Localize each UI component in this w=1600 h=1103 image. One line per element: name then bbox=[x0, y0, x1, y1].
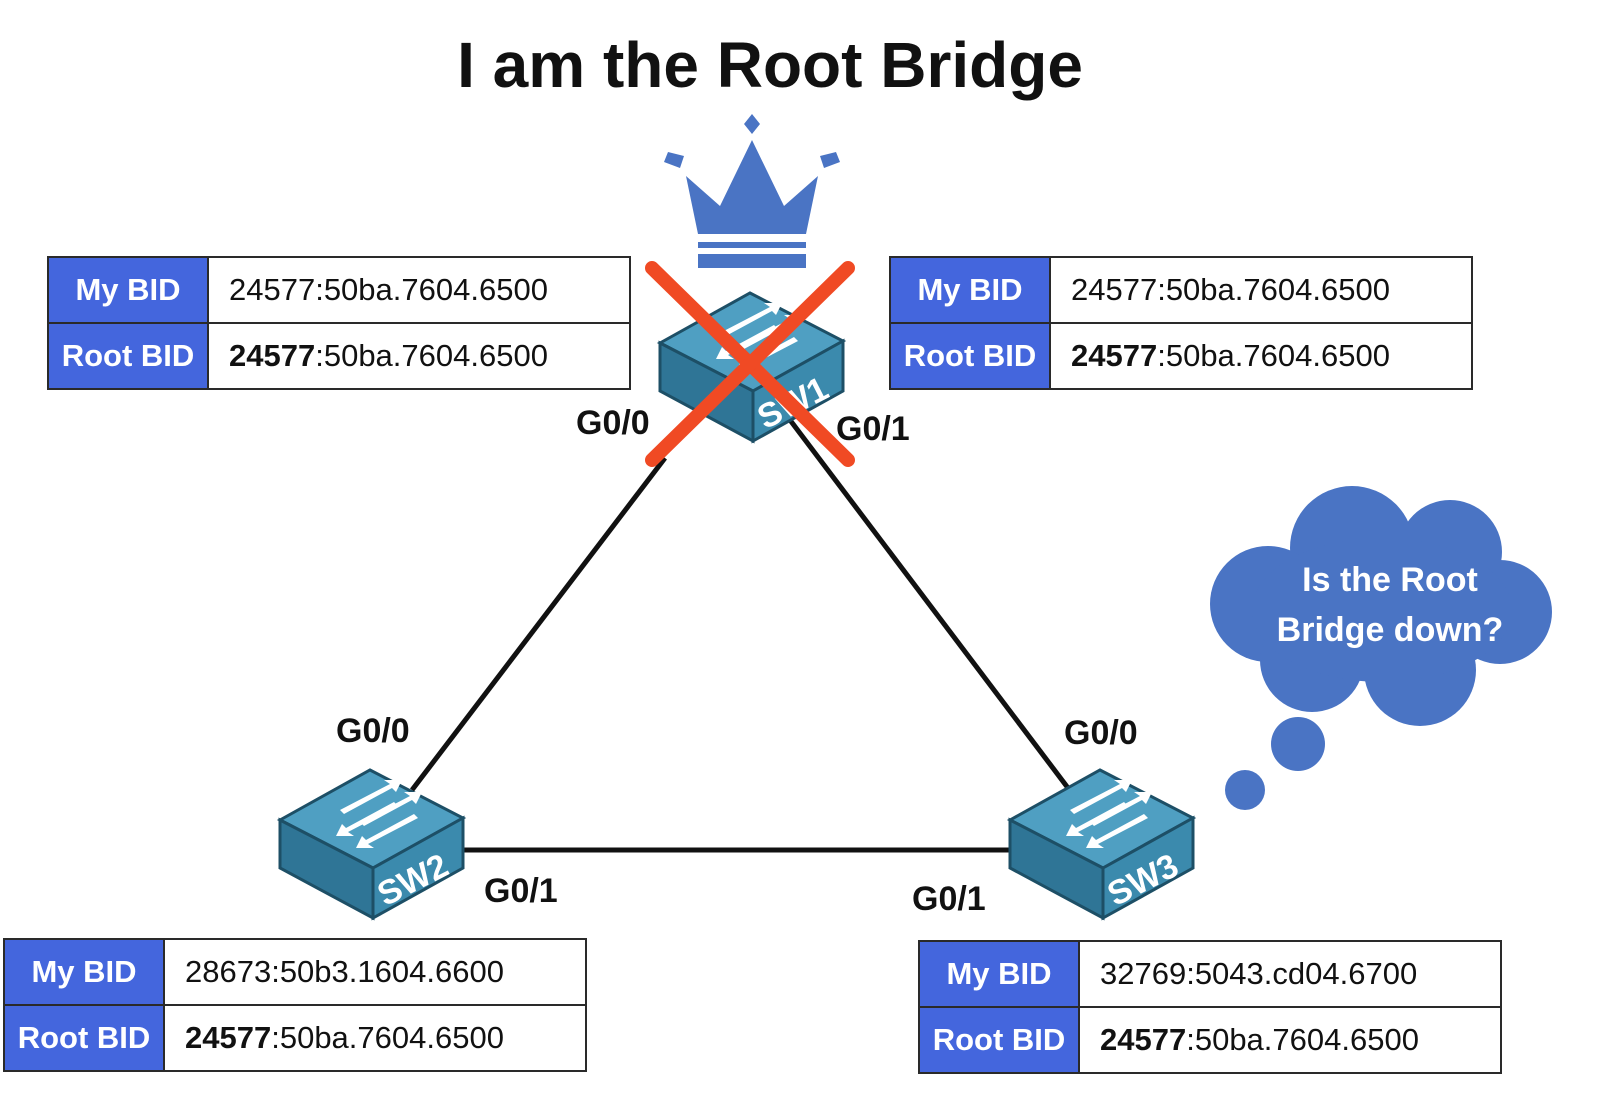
my-bid-row: My BID 28673:50b3.1604.6600 bbox=[3, 938, 587, 1006]
thought-line-1: Is the Root bbox=[1302, 561, 1478, 599]
port-sw1-g0-0: G0/0 bbox=[576, 404, 650, 442]
root-bid-row: Root BID 24577:50ba.7604.6500 bbox=[47, 322, 631, 390]
port-sw3-g0-1: G0/1 bbox=[912, 880, 986, 918]
port-sw3-g0-0: G0/0 bbox=[1064, 714, 1138, 752]
cross-icon bbox=[645, 261, 855, 467]
my-bid-label: My BID bbox=[918, 940, 1080, 1008]
root-bid-row: Root BID 24577:50ba.7604.6500 bbox=[3, 1004, 587, 1072]
bid-table-sw3: My BID 32769:5043.cd04.6700 Root BID 245… bbox=[918, 940, 1502, 1074]
thought-text: Is the Root Bridge down? bbox=[1250, 555, 1530, 655]
root-bid-value: 24577:50ba.7604.6500 bbox=[1078, 1006, 1502, 1074]
root-bid-row: Root BID 24577:50ba.7604.6500 bbox=[918, 1006, 1502, 1074]
port-sw2-g0-0: G0/0 bbox=[336, 712, 410, 750]
link-sw1-sw3 bbox=[788, 418, 1070, 790]
root-bid-value: 24577:50ba.7604.6500 bbox=[1049, 322, 1473, 390]
my-bid-value: 32769:5043.cd04.6700 bbox=[1078, 940, 1502, 1008]
my-bid-row: My BID 24577:50ba.7604.6500 bbox=[889, 256, 1473, 324]
root-bid-mac: :50ba.7604.6500 bbox=[315, 338, 548, 373]
my-bid-value: 24577:50ba.7604.6500 bbox=[1049, 256, 1473, 324]
root-bid-priority: 24577 bbox=[229, 338, 316, 373]
page-title: I am the Root Bridge bbox=[457, 29, 1083, 101]
root-bid-mac: :50ba.7604.6500 bbox=[271, 1020, 504, 1055]
root-bid-priority: 24577 bbox=[185, 1020, 272, 1055]
my-bid-value: 24577:50ba.7604.6500 bbox=[207, 256, 631, 324]
root-bid-priority: 24577 bbox=[1071, 338, 1158, 373]
my-bid-row: My BID 24577:50ba.7604.6500 bbox=[47, 256, 631, 324]
crown-icon bbox=[664, 114, 840, 268]
my-bid-label: My BID bbox=[47, 256, 209, 324]
root-bid-mac: :50ba.7604.6500 bbox=[1186, 1022, 1419, 1057]
thought-line-2: Bridge down? bbox=[1276, 611, 1504, 649]
root-bid-mac: :50ba.7604.6500 bbox=[1157, 338, 1390, 373]
bid-table-sw1-left: My BID 24577:50ba.7604.6500 Root BID 245… bbox=[47, 256, 631, 390]
bid-table-sw2: My BID 28673:50b3.1604.6600 Root BID 245… bbox=[3, 938, 587, 1072]
thought-cloud-icon bbox=[1210, 486, 1552, 810]
port-sw2-g0-1: G0/1 bbox=[484, 872, 558, 910]
my-bid-row: My BID 32769:5043.cd04.6700 bbox=[918, 940, 1502, 1008]
root-bid-value: 24577:50ba.7604.6500 bbox=[207, 322, 631, 390]
root-bid-row: Root BID 24577:50ba.7604.6500 bbox=[889, 322, 1473, 390]
bid-table-sw1-right: My BID 24577:50ba.7604.6500 Root BID 245… bbox=[889, 256, 1473, 390]
root-bid-value: 24577:50ba.7604.6500 bbox=[163, 1004, 587, 1072]
root-bid-label: Root BID bbox=[889, 322, 1051, 390]
link-sw1-sw2 bbox=[410, 456, 667, 792]
my-bid-label: My BID bbox=[889, 256, 1051, 324]
switch-sw3-icon: SW3 bbox=[1008, 768, 1195, 920]
root-bid-label: Root BID bbox=[918, 1006, 1080, 1074]
my-bid-value: 28673:50b3.1604.6600 bbox=[163, 938, 587, 1006]
root-bid-label: Root BID bbox=[47, 322, 209, 390]
port-sw1-g0-1: G0/1 bbox=[836, 410, 910, 448]
my-bid-label: My BID bbox=[3, 938, 165, 1006]
root-bid-priority: 24577 bbox=[1100, 1022, 1187, 1057]
switch-sw2-icon: SW2 bbox=[278, 768, 465, 920]
root-bid-label: Root BID bbox=[3, 1004, 165, 1072]
